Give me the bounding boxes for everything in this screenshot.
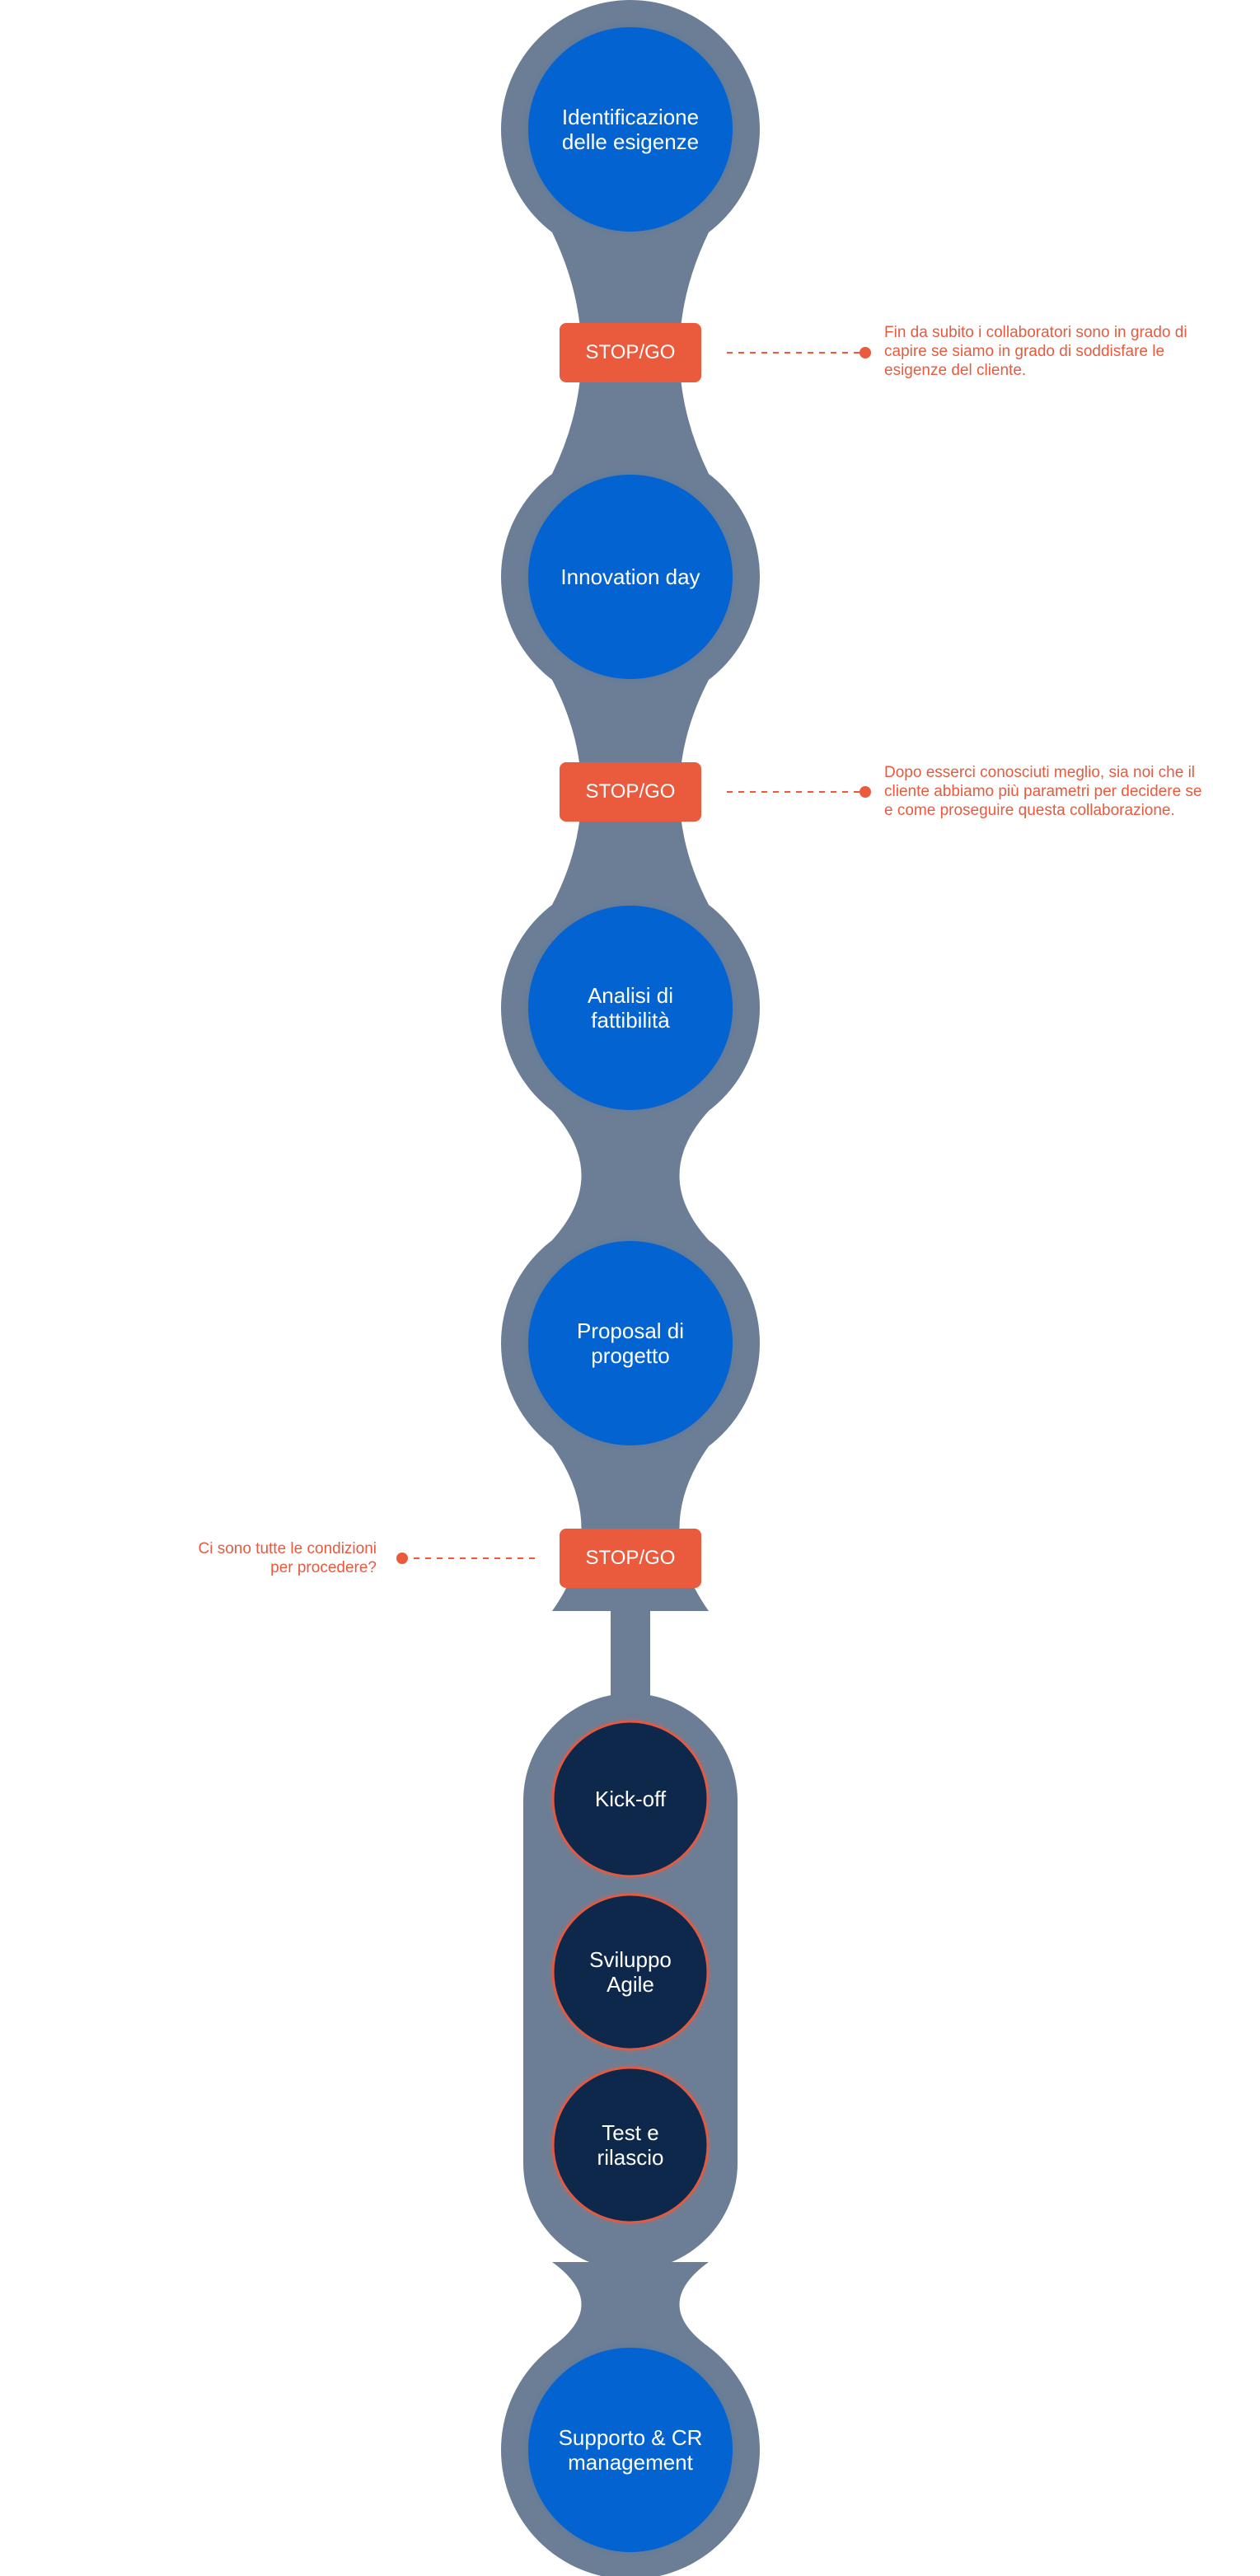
stop-go-button[interactable]: STOP/GO xyxy=(560,762,701,822)
phase-circle xyxy=(528,1241,733,1445)
stop-go-button[interactable]: STOP/GO xyxy=(560,323,701,382)
phase-circle xyxy=(528,2348,733,2552)
execution-circle xyxy=(551,1893,710,2051)
stop-go-button[interactable]: STOP/GO xyxy=(560,1529,701,1588)
stage-label-line: Supporto & CR xyxy=(558,2425,703,2450)
gate-note: Fin da subito i collaboratori sono in gr… xyxy=(884,323,1255,380)
execution-circle xyxy=(551,1720,710,1878)
connector-dot xyxy=(860,347,871,358)
gate-note: Ci sono tutte le condizioni per proceder… xyxy=(124,1539,377,1577)
note-line: esigenze del cliente. xyxy=(884,362,1027,379)
stage-kick-off: Kick-off xyxy=(552,1721,709,1877)
track-neck xyxy=(552,1111,709,1240)
stage-innovation-day: Innovation day xyxy=(527,474,733,680)
stage-label-line: Test e xyxy=(602,2120,659,2145)
execution-circle xyxy=(551,2066,710,2224)
note-line: Ci sono tutte le condizioni xyxy=(198,1540,377,1557)
stage-label-line: rilascio xyxy=(597,2145,664,2170)
connector-dot xyxy=(396,1553,408,1564)
stage-label-line: Analisi di xyxy=(587,983,674,1008)
note-line: Fin da subito i collaboratori sono in gr… xyxy=(884,324,1187,341)
stage-label-line: Identificazione xyxy=(561,105,700,129)
gate-note: Dopo esserci conosciuti meglio, sia noi … xyxy=(884,763,1257,820)
stage-label-line: Agile xyxy=(607,1972,654,1997)
stage-label-line: fattibilità xyxy=(591,1008,670,1033)
note-line: capire se siamo in grado di soddisfare l… xyxy=(884,343,1165,360)
connector-dot xyxy=(860,786,871,798)
stage-label-line: delle esigenze xyxy=(561,129,700,154)
stage-label-line: progetto xyxy=(591,1343,670,1368)
note-line: e come proseguire questa collaborazione. xyxy=(884,802,1175,819)
stage-label-line: Kick-off xyxy=(594,1787,667,1811)
phase-circle xyxy=(528,27,733,232)
note-line: Dopo esserci conosciuti meglio, sia noi … xyxy=(884,764,1196,781)
track-neck xyxy=(552,2262,709,2347)
phase-circle xyxy=(528,475,733,679)
stage-label-line: Proposal di xyxy=(576,1318,685,1343)
phase-circle xyxy=(528,906,733,1110)
note-line: cliente abbiamo più parametri per decide… xyxy=(884,783,1202,800)
stage-label-line: Innovation day xyxy=(560,564,700,589)
stage-label-line: Sviluppo xyxy=(589,1947,672,1972)
note-line: per procedere? xyxy=(270,1559,377,1576)
stage-label-line: management xyxy=(568,2450,693,2475)
